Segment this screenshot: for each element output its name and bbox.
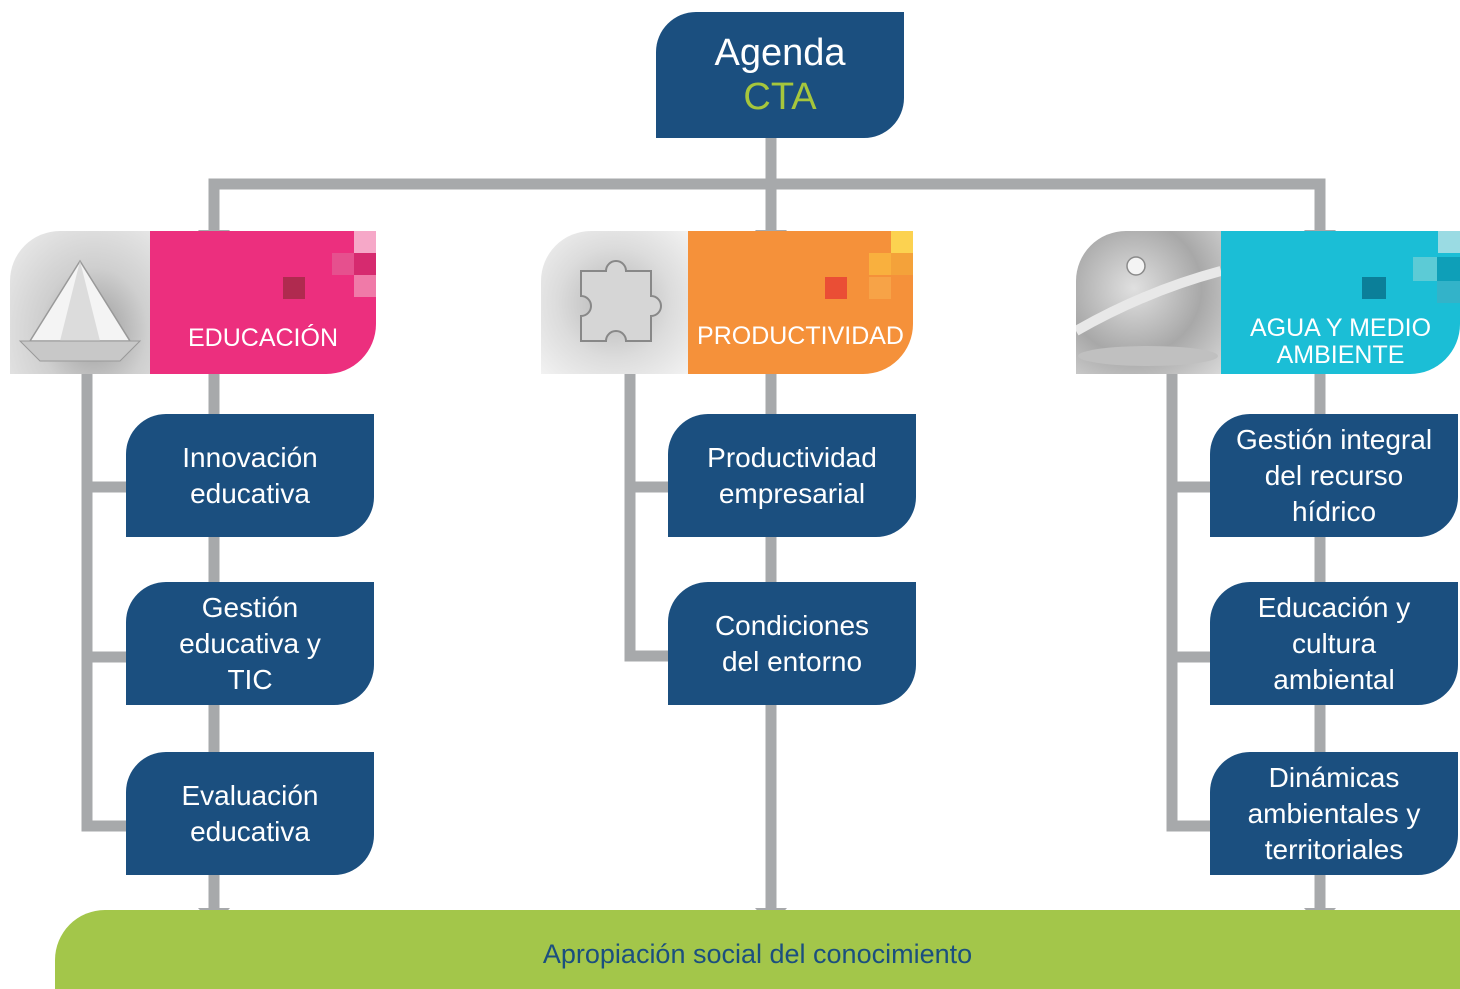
node-label: Condiciones del entorno bbox=[714, 609, 870, 677]
agenda-cta-node: Agenda CTA bbox=[656, 12, 904, 138]
node-label: Gestión integral del recurso hídrico bbox=[1235, 423, 1433, 527]
category-educacion: EDUCACIÓN bbox=[10, 231, 376, 374]
connector-env-side bbox=[1166, 374, 1216, 832]
node-label: Productividad empresarial bbox=[707, 441, 877, 509]
node-gestion-educativa-tic: Gestión educativa y TIC bbox=[126, 582, 374, 705]
productividad-color-panel: PRODUCTIVIDAD bbox=[688, 231, 913, 374]
water-drop-photo bbox=[1076, 231, 1223, 374]
category-agua-medio-ambiente: AGUA Y MEDIO AMBIENTE bbox=[1076, 231, 1460, 374]
node-label: Evaluación educativa bbox=[181, 779, 319, 847]
node-dinamicas-ambientales-territoriales: Dinámicas ambientales y territoriales bbox=[1210, 752, 1458, 875]
educacion-color-panel: EDUCACIÓN bbox=[150, 231, 376, 374]
connector-edu-side bbox=[81, 374, 132, 832]
node-innovacion-educativa: Innovación educativa bbox=[126, 414, 374, 537]
footer-label: Apropiación social del conocimiento bbox=[542, 939, 973, 969]
paper-boat-photo bbox=[10, 231, 150, 374]
agenda-subtitle: CTA bbox=[743, 76, 817, 118]
connector-prod-side bbox=[624, 374, 674, 662]
agenda-title: Agenda bbox=[714, 32, 846, 74]
footer-apropiacion-social: Apropiación social del conocimiento bbox=[55, 910, 1460, 989]
node-gestion-integral-recurso-hidrico: Gestión integral del recurso hídrico bbox=[1210, 414, 1458, 537]
node-evaluacion-educativa: Evaluación educativa bbox=[126, 752, 374, 875]
puzzle-piece-photo bbox=[541, 231, 688, 374]
node-label: Innovación educativa bbox=[182, 441, 318, 509]
node-condiciones-entorno: Condiciones del entorno bbox=[668, 582, 916, 705]
category-label: PRODUCTIVIDAD bbox=[697, 322, 904, 350]
node-label: Educación y cultura ambiental bbox=[1257, 591, 1411, 695]
category-label: AGUA Y MEDIO AMBIENTE bbox=[1249, 314, 1432, 369]
agua-color-panel: AGUA Y MEDIO AMBIENTE bbox=[1221, 231, 1460, 374]
node-label: Dinámicas ambientales y territoriales bbox=[1247, 761, 1421, 865]
category-productividad: PRODUCTIVIDAD bbox=[541, 231, 913, 374]
category-label: EDUCACIÓN bbox=[187, 324, 338, 352]
connector-horizontal-bar bbox=[208, 178, 1326, 232]
node-label: Gestión educativa y TIC bbox=[179, 591, 321, 695]
node-productividad-empresarial: Productividad empresarial bbox=[668, 414, 916, 537]
node-educacion-cultura-ambiental: Educación y cultura ambiental bbox=[1210, 582, 1458, 705]
